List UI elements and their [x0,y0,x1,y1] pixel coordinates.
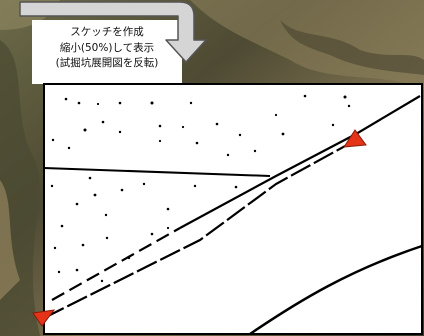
caption-line-1: スケッチを作成 [70,26,144,38]
bent-arrow-down-icon [19,1,207,63]
horizontal-layer-line [43,167,271,177]
caption-line-3: (試掘坑展開図を反転) [55,57,159,69]
red-triangle-marker-icon [32,309,56,327]
diagonal-boundary-lower [43,139,357,319]
diagonal-boundary-solid [179,95,421,229]
caption-line-2: 縮小(50%)して表示 [59,41,155,54]
sketch-panel [43,83,423,336]
caption: スケッチを作成 縮小(50%)して表示 (試掘坑展開図を反転) [36,25,178,72]
sand-dots [50,94,351,283]
caption-box [32,20,182,84]
diagonal-boundary-dashed [51,227,181,301]
lower-curve-line [249,244,423,336]
red-triangle-marker-icon [343,129,367,148]
